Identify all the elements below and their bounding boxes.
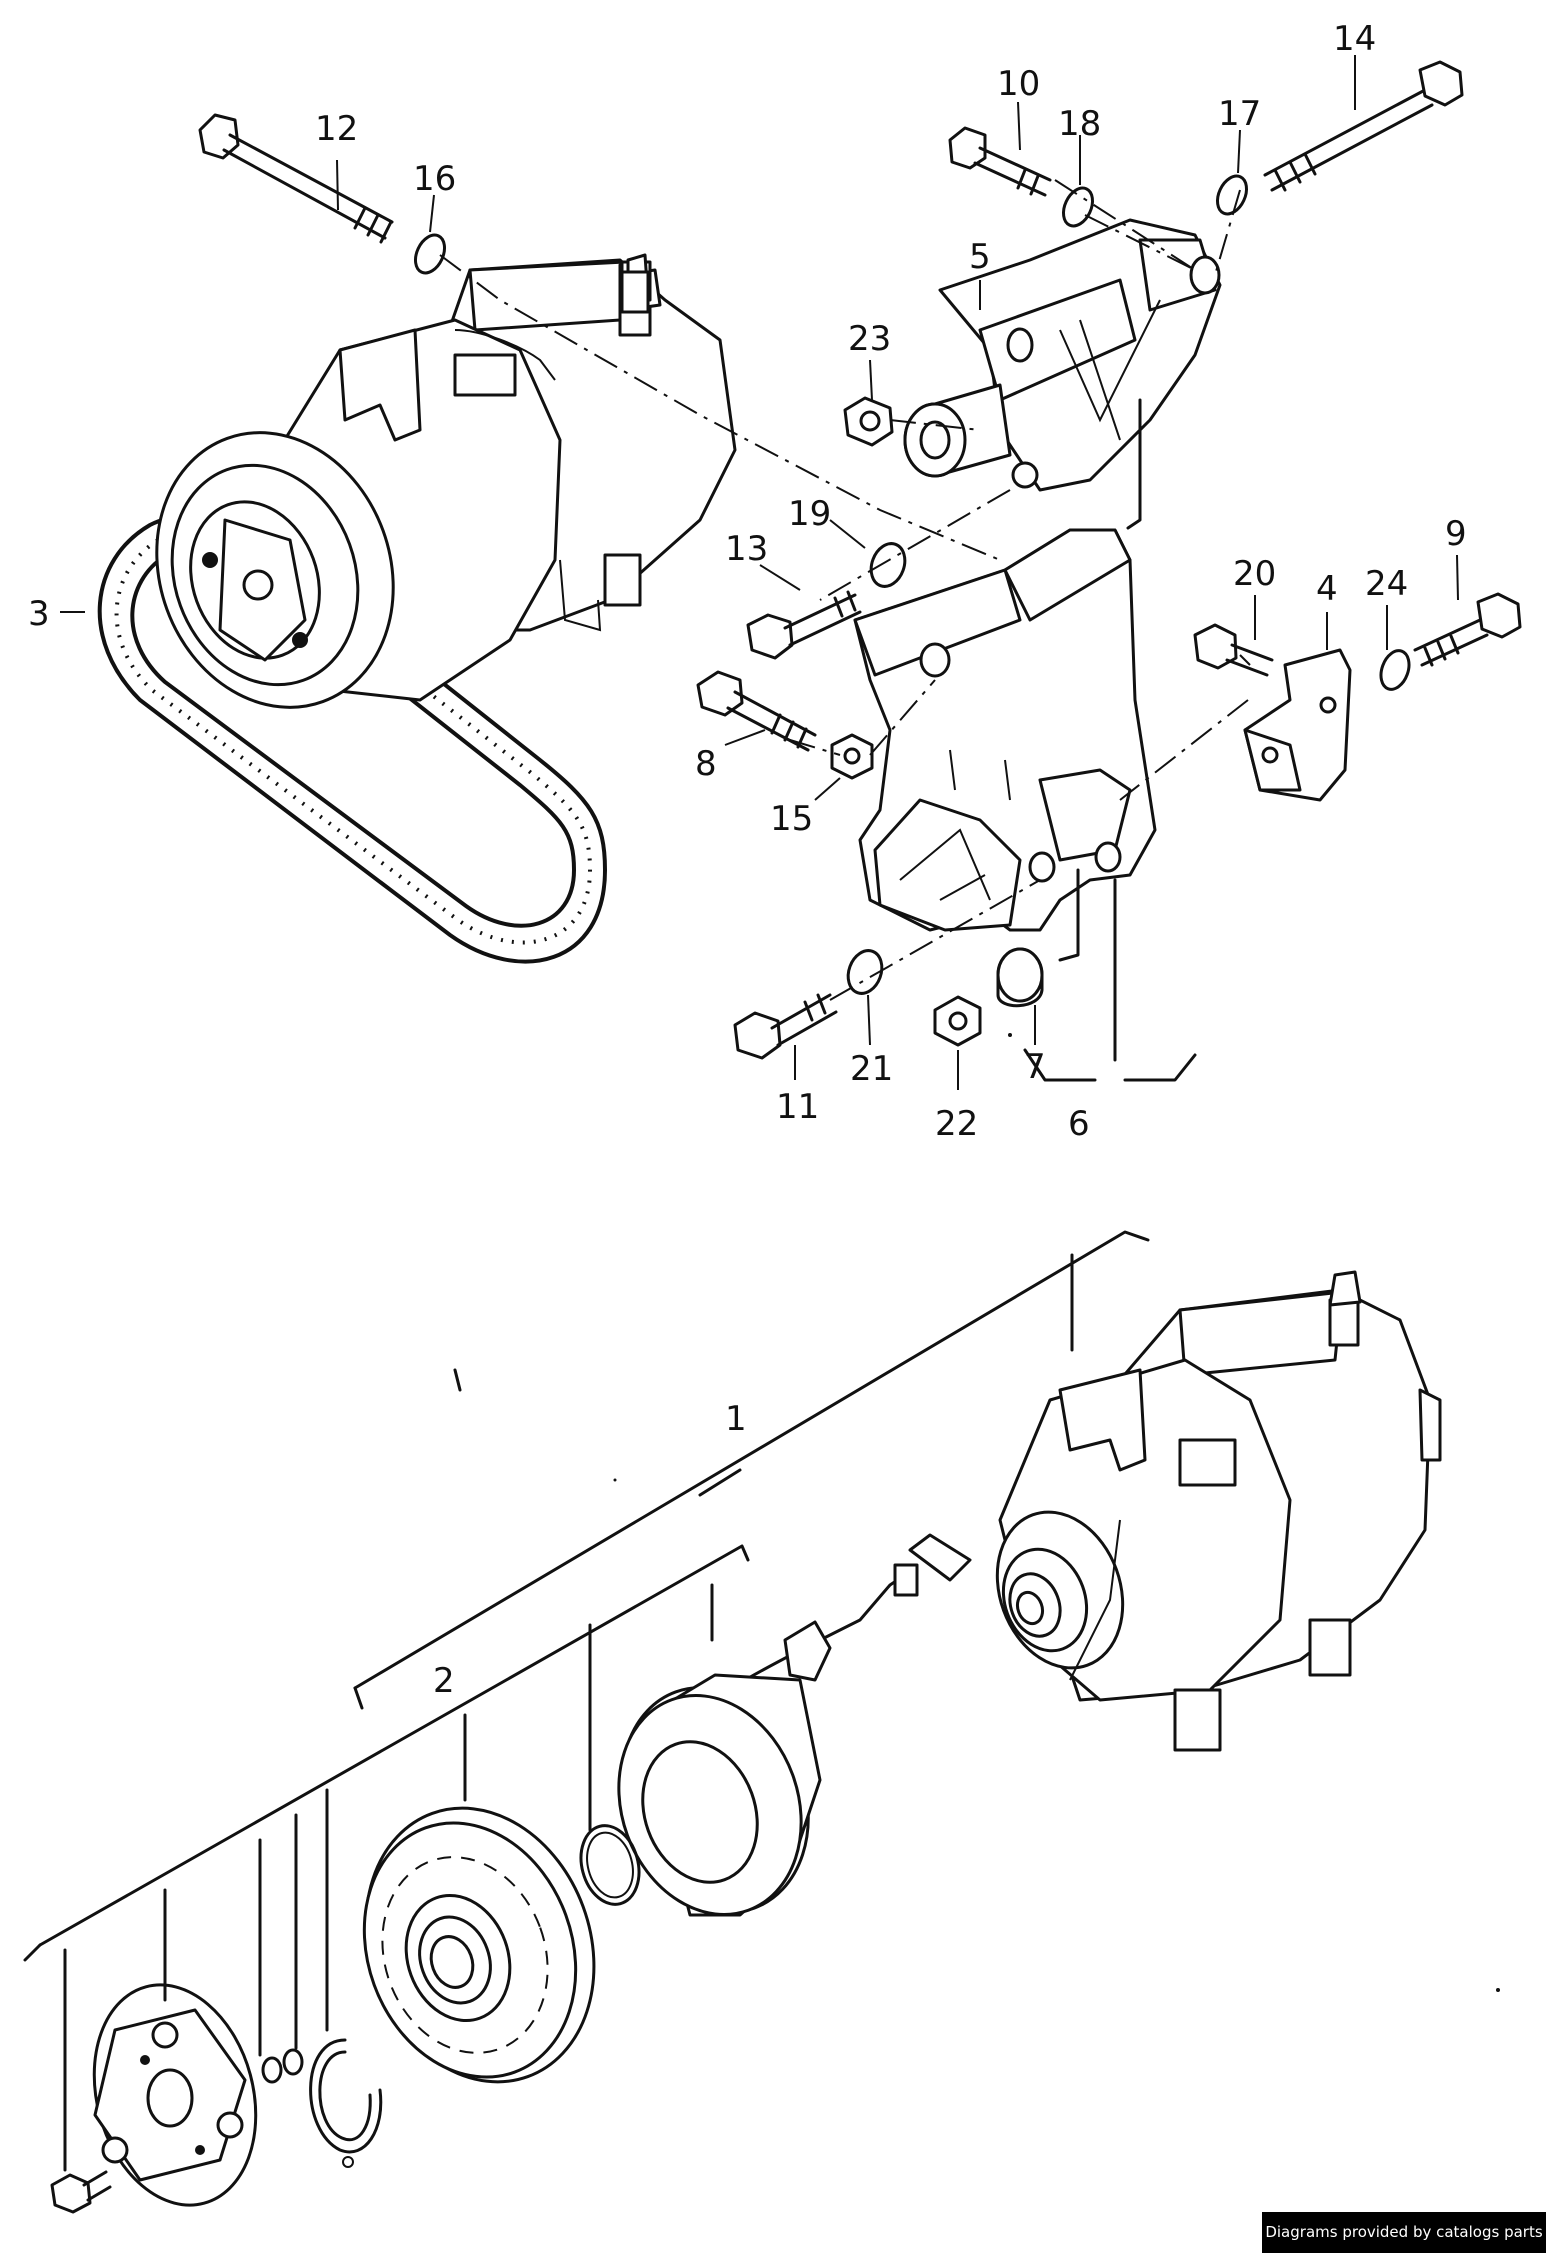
circlip[interactable] <box>309 2038 383 2168</box>
callout-8: 8 <box>695 744 717 784</box>
bolt-9[interactable] <box>1413 592 1522 667</box>
shim-b[interactable] <box>282 2048 304 2076</box>
washer-24[interactable] <box>1376 647 1414 693</box>
callout-20: 20 <box>1233 554 1276 594</box>
callout-22: 22 <box>935 1104 978 1144</box>
bolt-10[interactable] <box>948 126 1052 197</box>
assembly-lines-upper <box>439 179 1251 1062</box>
callout-23: 23 <box>848 319 891 359</box>
credit-banner: Diagrams provided by catalogs parts <box>1262 2212 1546 2253</box>
assembly-brackets-lower <box>23 1230 1150 2172</box>
ac-compressor-lower[interactable] <box>976 1270 1442 1752</box>
bolt-8[interactable] <box>696 670 817 752</box>
callout-15: 15 <box>770 799 813 839</box>
bolt-long-14[interactable] <box>1263 60 1464 192</box>
callout-12: 12 <box>315 109 358 149</box>
callout-21: 21 <box>850 1049 893 1089</box>
bolt-20[interactable] <box>1193 623 1274 677</box>
callout-2: 2 <box>433 1661 455 1701</box>
callout-labels: 1 2 3 4 5 6 7 8 9 10 11 12 13 14 15 16 1… <box>28 19 1467 1701</box>
callout-19: 19 <box>788 494 831 534</box>
callout-leaders <box>60 55 1459 1090</box>
speck <box>1496 1988 1500 1992</box>
callout-16: 16 <box>413 159 456 199</box>
washer-21[interactable] <box>842 946 887 998</box>
callout-5: 5 <box>969 237 991 277</box>
nut-23[interactable] <box>843 396 894 447</box>
bushing-7[interactable] <box>996 947 1044 1008</box>
speck <box>613 1478 617 1482</box>
callout-4: 4 <box>1316 569 1338 609</box>
bracket-5[interactable] <box>903 218 1222 492</box>
bolt-long-12[interactable] <box>198 113 394 244</box>
bolt-11[interactable] <box>733 993 838 1060</box>
bolt-clutch[interactable] <box>50 2170 112 2214</box>
washer-17[interactable] <box>1212 171 1252 218</box>
callout-10: 10 <box>997 64 1040 104</box>
clutch-plate[interactable] <box>71 1967 280 2224</box>
callout-3: 3 <box>28 594 50 634</box>
nut-15[interactable] <box>830 733 874 780</box>
ac-compressor-upper[interactable] <box>119 253 737 741</box>
nut-22[interactable] <box>933 995 982 1047</box>
callout-24: 24 <box>1365 564 1408 604</box>
magnetic-coil[interactable] <box>589 1661 839 1940</box>
callout-9: 9 <box>1445 514 1467 554</box>
speck <box>1008 1033 1012 1037</box>
clutch-pulley[interactable] <box>329 1776 631 2114</box>
bracket-6[interactable] <box>853 528 1157 932</box>
bolt-13[interactable] <box>746 590 862 660</box>
washer-19[interactable] <box>865 539 910 591</box>
callout-14: 14 <box>1333 19 1376 59</box>
snap-ring-coil[interactable] <box>573 1819 648 1911</box>
coil-wire-connector[interactable] <box>743 1533 972 1682</box>
callout-7: 7 <box>1024 1047 1046 1087</box>
bracket-4[interactable] <box>1243 648 1352 802</box>
callout-11: 11 <box>776 1087 819 1127</box>
callout-1: 1 <box>725 1399 747 1439</box>
washer-18[interactable] <box>1058 183 1098 230</box>
callout-6: 6 <box>1068 1104 1090 1144</box>
callout-18: 18 <box>1058 104 1101 144</box>
washer-16[interactable] <box>410 230 450 277</box>
callout-13: 13 <box>725 529 768 569</box>
callout-17: 17 <box>1218 94 1261 134</box>
shim-a[interactable] <box>261 2056 283 2084</box>
